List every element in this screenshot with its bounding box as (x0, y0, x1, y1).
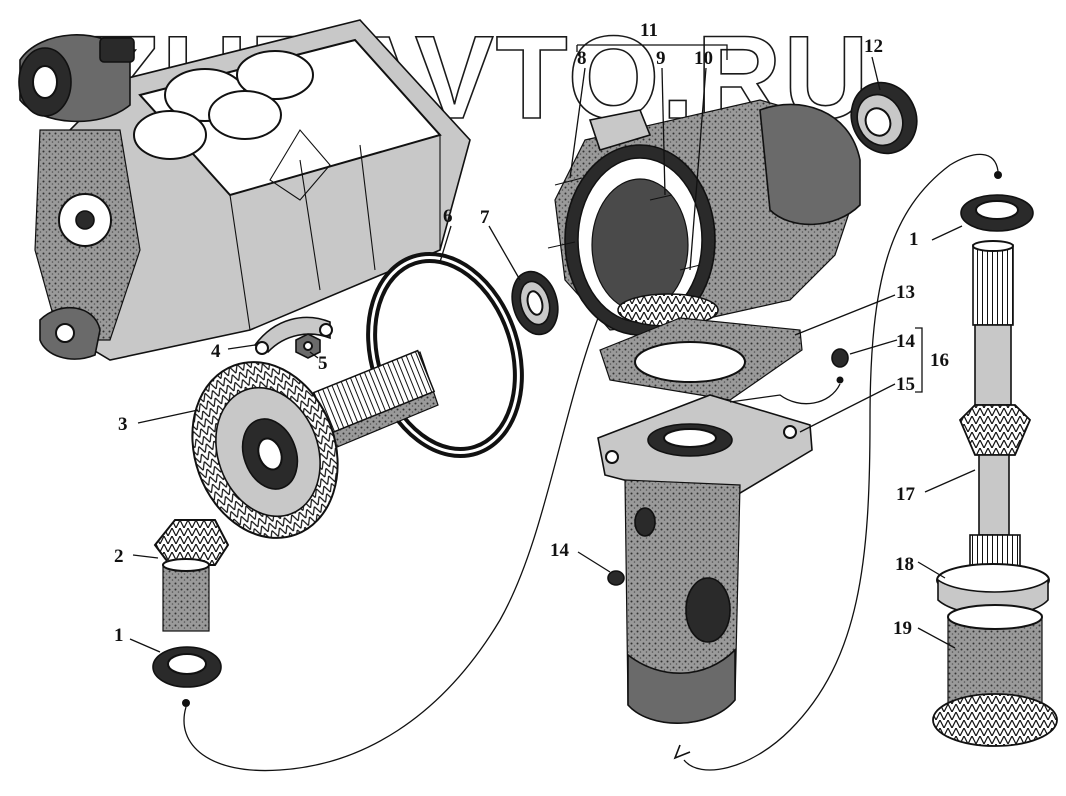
part-1-washer-left (152, 646, 222, 707)
part-17-shaft (958, 240, 1032, 576)
callout-leaders (129, 44, 976, 653)
callout-10: 10 (694, 48, 713, 69)
part-12-bearing (850, 81, 918, 155)
callout-8: 8 (577, 48, 587, 69)
part-15-steering-column-body (597, 394, 813, 760)
engine-block (18, 19, 471, 361)
callout-6: 6 (443, 206, 453, 227)
callout-12: 12 (864, 36, 883, 57)
part-5-nut (295, 333, 321, 359)
callout-14-left: 14 (550, 540, 570, 561)
part-1-washer-right (960, 171, 1034, 232)
callout-17: 17 (896, 484, 916, 505)
callout-16: 16 (930, 350, 949, 371)
callout-18: 18 (895, 554, 914, 575)
callout-numbers: 1 2 3 4 5 6 7 8 9 10 11 12 13 1 14 15 16… (114, 20, 949, 646)
upper-housing (547, 99, 861, 336)
part-7-oil-seal (511, 270, 559, 336)
callout-7: 7 (480, 207, 490, 228)
callout-9: 9 (656, 48, 666, 69)
part-13-gasket (599, 317, 803, 401)
part-4-bracket (253, 316, 333, 355)
part-3-ring-gear-shaft (191, 349, 439, 539)
part-2-pinion (153, 519, 230, 632)
callout-13: 13 (896, 282, 915, 303)
callout-4: 4 (211, 341, 221, 362)
callout-14-right: 14 (896, 331, 916, 352)
part-19-gear-sleeve (932, 604, 1058, 747)
callout-1-left: 1 (114, 625, 124, 646)
callout-1-right: 1 (909, 229, 919, 250)
route-line-left (183, 317, 599, 772)
part-14-plug-left (607, 570, 625, 586)
route-line-plug (729, 383, 841, 405)
callout-5: 5 (318, 353, 328, 374)
route-line-right (683, 153, 999, 771)
callout-11: 11 (640, 20, 658, 41)
callout-2: 2 (114, 546, 124, 567)
part-14-plug-right (831, 348, 849, 384)
callout-19: 19 (893, 618, 912, 639)
callout-15: 15 (896, 374, 915, 395)
callout-3: 3 (118, 414, 128, 435)
